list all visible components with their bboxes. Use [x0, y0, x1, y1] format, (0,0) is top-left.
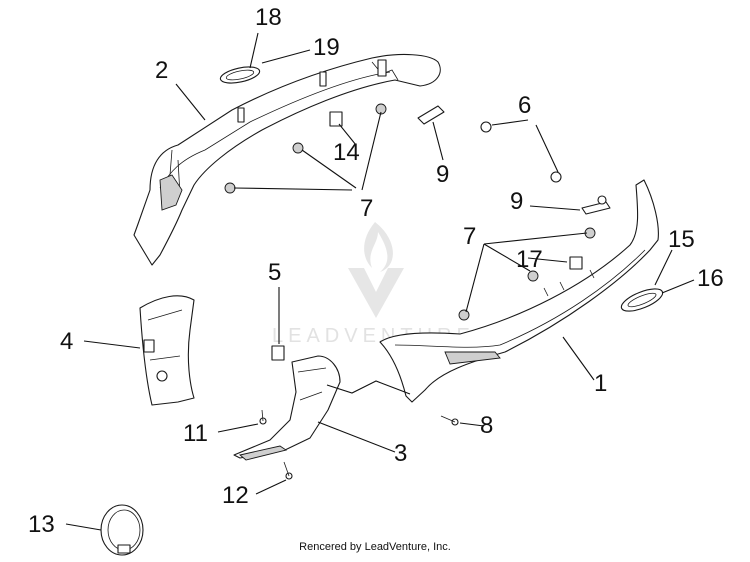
- part-12-screw: [283, 461, 293, 480]
- leader-lines: [65, 32, 695, 531]
- callout-13: 13: [28, 511, 55, 538]
- part-2-upper-cover: [133, 54, 441, 266]
- leadventure-watermark: LEADVENTURE: [272, 222, 470, 347]
- callout-19: 19: [313, 34, 340, 61]
- part-18-oval-badge: [219, 66, 261, 84]
- part-7-grommets: [224, 103, 596, 321]
- v-logo: [348, 268, 404, 318]
- callout-2: 2: [155, 57, 168, 84]
- part-5-clip-nut: [271, 345, 285, 361]
- callout-3: 3: [394, 440, 407, 467]
- callout-11: 11: [183, 420, 208, 447]
- callout-18: 18: [255, 4, 282, 31]
- callout-numbers: 18 19 2 6 14 9 7 9 7 17 15 16 5 4 1 8 11…: [28, 4, 724, 538]
- part-14-clip-nut: [329, 111, 343, 127]
- part-6-nuts: [480, 121, 562, 183]
- callout-9-lower: 9: [510, 188, 523, 215]
- flame-logo: [364, 222, 393, 272]
- callout-6: 6: [518, 92, 531, 119]
- part-3-bracket: [233, 355, 341, 461]
- callout-1: 1: [594, 370, 607, 397]
- part-8-screw: [440, 415, 459, 426]
- callout-14: 14: [333, 139, 360, 166]
- part-9-clip-lower: [581, 195, 611, 215]
- footer-credit: Rencered by LeadVenture, Inc.: [299, 541, 451, 553]
- callout-4: 4: [60, 328, 73, 355]
- callout-12: 12: [222, 482, 249, 509]
- callout-9-upper: 9: [436, 161, 449, 188]
- callout-7-upper: 7: [360, 195, 373, 222]
- callout-15: 15: [668, 226, 695, 253]
- callout-17: 17: [516, 246, 543, 273]
- part-11-screw: [259, 409, 267, 425]
- part-16-oval-badge: [620, 288, 664, 312]
- part-9-clip-upper: [417, 105, 445, 125]
- callout-16: 16: [697, 265, 724, 292]
- part-17-clip-nut: [569, 256, 583, 270]
- callout-7-lower: 7: [463, 223, 476, 250]
- part-1-lower-cover: [379, 179, 659, 403]
- callout-8: 8: [480, 412, 493, 439]
- part-4-side-panel: [139, 295, 195, 406]
- callout-5: 5: [268, 259, 281, 286]
